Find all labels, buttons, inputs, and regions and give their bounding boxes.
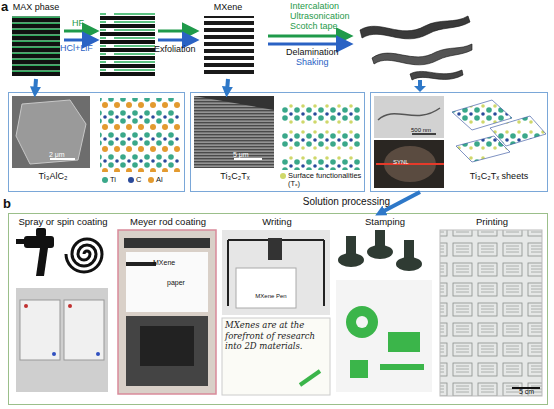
node-text: MAX phase xyxy=(8,3,64,13)
stack-illustration: MAX phase xyxy=(8,3,64,79)
stamped-patterns xyxy=(336,280,432,392)
spray-gun xyxy=(16,228,54,276)
stack-illustration: MXene xyxy=(200,3,256,79)
subpanel: Stamping xyxy=(335,217,435,403)
legend-swatch xyxy=(280,173,286,179)
image-panel: 500 nm SYNL Ti₃C₂Tₓ sheets xyxy=(370,92,548,192)
down-arrow xyxy=(414,80,426,92)
tem-image xyxy=(374,96,444,138)
process-label: Delamination xyxy=(286,48,339,58)
colloid-photo xyxy=(374,140,444,188)
node-text: 5 μm xyxy=(233,151,273,159)
crystal-structure xyxy=(282,98,360,170)
legend-swatch xyxy=(148,177,154,183)
printed-sheet xyxy=(440,230,542,396)
legend-text: Al xyxy=(156,176,163,184)
process-label: Ultrasonication xyxy=(290,12,350,22)
node-text: MXene xyxy=(200,3,256,13)
legend-item: Al xyxy=(148,176,172,184)
process-arrow xyxy=(380,192,420,213)
subpanel: Spray or spin coating xyxy=(13,217,113,403)
node-text: paper xyxy=(167,279,207,287)
legend-swatch xyxy=(102,177,108,183)
subpanel: Printing 5 cm xyxy=(439,217,545,403)
node-text: MXene xyxy=(153,259,193,267)
node-text: Printing xyxy=(439,217,545,227)
process-arrow xyxy=(227,79,228,92)
node-text: Ti₃AlC₂ xyxy=(13,172,93,182)
handwriting-paper xyxy=(222,318,330,395)
plotter-photo xyxy=(222,230,330,315)
legend-item: Ti xyxy=(102,176,126,184)
exfoliation-arrows xyxy=(158,31,196,40)
node-text: 5 cm xyxy=(519,388,547,396)
spin-spiral xyxy=(66,239,102,272)
crystal-structure xyxy=(100,98,180,172)
delaminated-sheets xyxy=(360,16,472,80)
max-phase-stack xyxy=(12,16,60,76)
node-text: Spray or spin coating xyxy=(13,217,113,227)
node-text: Stamping xyxy=(335,217,435,227)
node-text: b xyxy=(3,197,15,211)
etching-arrows xyxy=(64,31,96,40)
legend-item: Surface functionalities (Tₓ) xyxy=(280,172,364,189)
mxene-flakes xyxy=(452,100,546,162)
node-text: SYNL xyxy=(393,159,423,166)
process-label: Scotch tape xyxy=(290,22,338,32)
node-text: MXenes are at the forefront of research … xyxy=(225,320,325,352)
process-label: Exfoliation xyxy=(154,45,196,55)
node-text: Ti₃C₂Tₓ xyxy=(195,172,275,182)
node-text: 2 μm xyxy=(49,151,89,159)
legend-swatch xyxy=(128,177,134,183)
coated-substrates xyxy=(16,288,108,392)
stamps xyxy=(338,230,422,271)
panel-box: bSpray or spin coatingMeyer rod coatingM… xyxy=(8,213,548,405)
etched-stack xyxy=(100,12,155,76)
delamination-arrows xyxy=(268,36,350,44)
node-text: Writing xyxy=(221,217,333,227)
subpanel: Meyer rod coatingMXene paper xyxy=(117,217,219,403)
legend-text: Ti xyxy=(110,176,116,184)
process-label: a xyxy=(1,0,8,14)
process-label: Shaking xyxy=(296,58,329,68)
process-arrow xyxy=(33,79,38,92)
meyer-rod-photo xyxy=(118,230,216,394)
legend-text: C xyxy=(136,176,141,184)
node-text: MXene Pen xyxy=(246,293,296,300)
sem-image xyxy=(194,96,274,168)
sem-image xyxy=(12,96,90,168)
node-text: Ti₃C₂Tₓ sheets xyxy=(451,172,547,182)
legend-item: C xyxy=(128,176,148,184)
edge-label: Solution processing xyxy=(303,196,390,207)
process-label: HF xyxy=(72,19,84,29)
subpanel: WritingMXene PenMXenes are at the forefr… xyxy=(221,217,333,403)
legend-text: Surface functionalities (Tₓ) xyxy=(288,172,364,189)
node-text: Meyer rod coating xyxy=(117,217,219,227)
mxene-stack xyxy=(204,16,254,76)
process-label: Intercalation xyxy=(290,2,339,12)
node-text: 500 nm xyxy=(411,127,443,134)
process-label: HCl+LiF xyxy=(60,44,93,54)
